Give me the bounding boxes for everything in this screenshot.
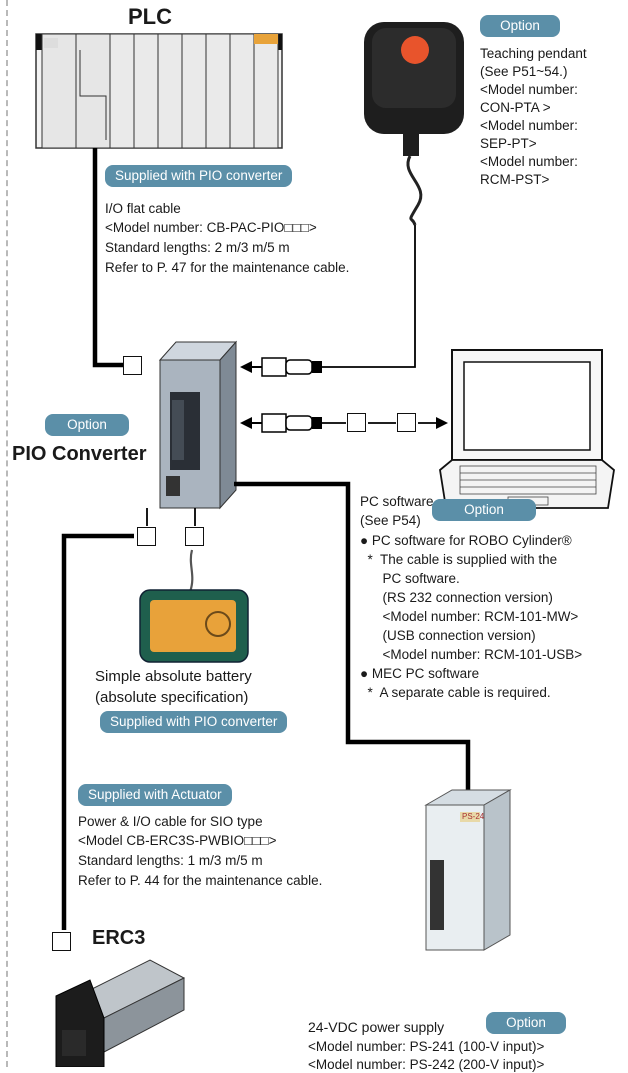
pendant-line: <Model number: bbox=[480, 118, 578, 133]
erc3-actuator-image bbox=[55, 959, 186, 1067]
battery-connector bbox=[185, 527, 204, 546]
pc-software-line: <Model number: RCM-101-MW> bbox=[360, 609, 579, 624]
power-cable-badge: Supplied with Actuator bbox=[78, 784, 232, 806]
power-cable-line: Refer to P. 44 for the maintenance cable… bbox=[78, 873, 323, 888]
io-cable-line: Standard lengths: 2 m/3 m/5 m bbox=[105, 240, 290, 255]
io-cable-line: I/O flat cable bbox=[105, 201, 181, 216]
pio-converter-image bbox=[158, 340, 238, 510]
teaching-pendant-image bbox=[364, 22, 464, 156]
pendant-line: CON-PTA > bbox=[480, 100, 551, 115]
pendant-line: <Model number: bbox=[480, 82, 578, 97]
pc-software-line: (USB connection version) bbox=[360, 628, 536, 643]
pc-software-line: * The cable is supplied with the bbox=[360, 552, 558, 567]
battery-line: Simple absolute battery bbox=[95, 668, 252, 685]
pc-cable-plug bbox=[240, 413, 322, 433]
converter-option-badge: Option bbox=[45, 414, 129, 436]
pc-software-line: PC software. bbox=[360, 571, 460, 586]
plc-title: PLC bbox=[128, 4, 172, 29]
power-cable-line: <Model CB-ERC3S-PWBIO□□□> bbox=[78, 833, 277, 848]
converter-title: PIO Converter bbox=[12, 443, 147, 465]
pc-software-line: ● PC software for ROBO Cylinder® bbox=[360, 533, 572, 548]
pc-software-line: ● MEC PC software bbox=[360, 666, 480, 681]
power-supply-title: 24-VDC power supply bbox=[308, 1019, 445, 1035]
pc-software-see: (See P54) bbox=[360, 513, 421, 528]
plc-rack-image bbox=[35, 33, 283, 149]
pendant-option-badge: Option bbox=[480, 15, 560, 37]
pendant-line: SEP-PT> bbox=[480, 136, 537, 151]
dashed-page-border bbox=[6, 0, 8, 1067]
io-cable-line: Refer to P. 47 for the maintenance cable… bbox=[105, 260, 350, 275]
pendant-line: Teaching pendant bbox=[480, 46, 587, 61]
power-supply-line: <Model number: PS-241 (100-V input)> bbox=[308, 1039, 545, 1054]
erc3-cable-connector bbox=[137, 527, 156, 546]
pendant-line: (See P51~54.) bbox=[480, 64, 568, 79]
pc-software-title: PC software bbox=[360, 494, 434, 509]
io-cable-badge: Supplied with PIO converter bbox=[105, 165, 293, 187]
laptop-image bbox=[439, 349, 615, 509]
pc-cable-connector-a bbox=[347, 413, 366, 432]
pc-cable-connector-b bbox=[397, 413, 416, 432]
absolute-battery-image bbox=[139, 589, 249, 663]
power-supply-option-badge: Option bbox=[486, 1012, 566, 1034]
power-supply-label-code: PS-24 bbox=[462, 812, 485, 821]
pc-software-line: <Model number: RCM-101-USB> bbox=[360, 647, 583, 662]
pendant-line: <Model number: bbox=[480, 154, 578, 169]
plc-connector bbox=[123, 356, 142, 375]
pendant-line: RCM-PST> bbox=[480, 172, 550, 187]
power-supply-image bbox=[424, 789, 512, 951]
battery-line: (absolute specification) bbox=[95, 689, 249, 706]
pc-software-line: * A separate cable is required. bbox=[360, 685, 551, 700]
power-cable-line: Standard lengths: 1 m/3 m/5 m bbox=[78, 853, 263, 868]
power-supply-line: <Model number: PS-242 (200-V input)> bbox=[308, 1057, 545, 1072]
pc-software-line: (RS 232 connection version) bbox=[360, 590, 553, 605]
erc3-connector bbox=[52, 932, 71, 951]
battery-badge: Supplied with PIO converter bbox=[100, 711, 288, 733]
erc3-title: ERC3 bbox=[92, 927, 146, 949]
power-cable-line: Power & I/O cable for SIO type bbox=[78, 814, 263, 829]
io-cable-line: <Model number: CB-PAC-PIO□□□> bbox=[105, 220, 317, 235]
pc-software-option-badge: Option bbox=[432, 499, 536, 521]
pendant-cable-plug bbox=[240, 357, 322, 377]
